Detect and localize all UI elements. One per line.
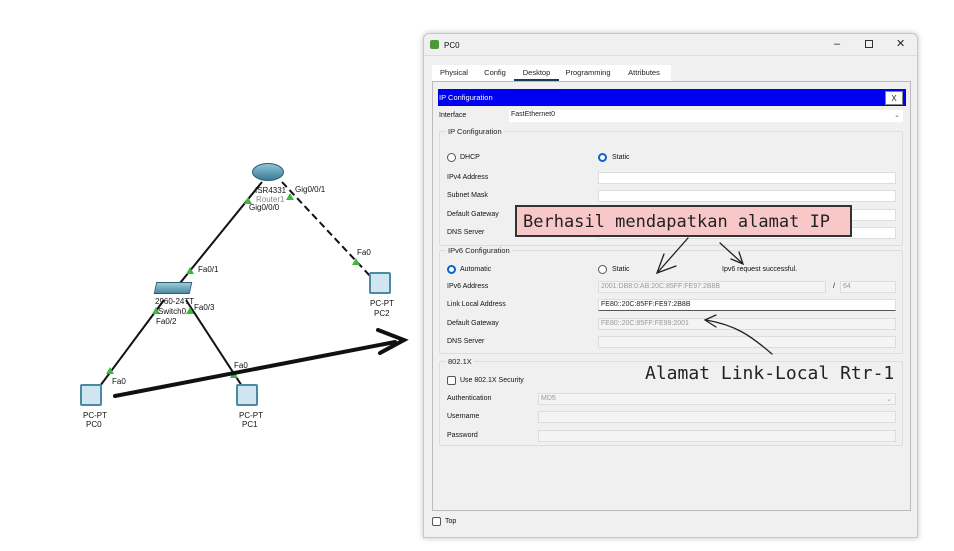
title-bar: PC0 – ✕ — [424, 34, 917, 56]
link-local-label: Link Local Address — [447, 301, 506, 308]
mask-label: Subnet Mask — [447, 192, 488, 199]
ipv6-dns-input[interactable] — [598, 336, 896, 348]
auth-select[interactable]: MD5⌄ — [538, 393, 896, 405]
tab-desktop[interactable]: Desktop — [514, 65, 559, 81]
username-label: Username — [447, 413, 480, 420]
static-label: Static — [612, 154, 630, 161]
top-label: Top — [445, 518, 457, 525]
use-8021x-label: Use 802.1X Security — [460, 377, 524, 384]
port-label: Gig0/0/0 — [249, 203, 280, 212]
password-label: Password — [447, 432, 478, 439]
ipv6-address-input[interactable]: 2001:DB8:0:AB:20C:85FF:FE97:2B8B — [598, 281, 826, 293]
ipconfig-header: IP Configuration — [438, 89, 906, 106]
minimize-button[interactable]: – — [834, 38, 841, 50]
prefix-slash: / — [833, 283, 835, 290]
gateway-label: Default Gateway — [447, 211, 499, 218]
ipv4-input[interactable] — [598, 172, 896, 184]
tab-programming[interactable]: Programming — [559, 65, 617, 81]
router-icon[interactable] — [252, 163, 284, 181]
auth-label: Authentication — [447, 395, 492, 402]
port-label: Fa0/1 — [198, 265, 219, 274]
username-input[interactable] — [538, 411, 896, 423]
port-label: Gig0/0/1 — [295, 185, 326, 194]
pc2-name: PC2 — [374, 309, 390, 318]
router-model: ISR4331 — [255, 186, 287, 195]
ipv6-status: Ipv6 request successful. — [722, 266, 798, 273]
tab-attributes[interactable]: Attributes — [617, 65, 671, 81]
ipv6-prefix-input[interactable]: 64 — [840, 281, 896, 293]
mask-input[interactable] — [598, 190, 896, 202]
pc0-model: PC-PT — [83, 411, 107, 420]
annotation-link-local: Alamat Link-Local Rtr-1 — [645, 363, 895, 384]
port-label: Fa0/3 — [194, 303, 215, 312]
ipv6-static-label: Static — [612, 266, 630, 273]
password-input[interactable] — [538, 430, 896, 442]
dhcp-label: DHCP — [460, 154, 480, 161]
automatic-label: Automatic — [460, 266, 492, 273]
annotation-ip-success: Berhasil mendapatkan alamat IP — [515, 205, 852, 237]
switch-name: Switch0 — [158, 307, 187, 316]
ipconfig-close-button[interactable]: X — [885, 91, 903, 105]
pc0-window: PC0 – ✕ Physical Config Desktop Programm… — [423, 33, 918, 538]
ipv4-label: IPv4 Address — [447, 174, 489, 181]
app-icon — [430, 40, 439, 49]
switch-model: 2960-24TT — [155, 297, 195, 306]
window-title: PC0 — [444, 41, 460, 50]
ipv6-address-label: IPv6 Address — [447, 283, 489, 290]
link-status-markers — [106, 193, 360, 378]
tab-physical[interactable]: Physical — [432, 65, 476, 81]
pointer-arrow — [113, 340, 397, 398]
use-8021x-checkbox[interactable] — [447, 376, 456, 385]
port-label: Fa0 — [112, 377, 126, 386]
ipv6-gateway-label: Default Gateway — [447, 320, 499, 327]
pc1-name: PC1 — [242, 420, 258, 429]
top-checkbox[interactable] — [432, 517, 441, 526]
dot1x-group: 802.1X Use 802.1X Security Authenticatio… — [439, 357, 903, 446]
pc0-icon[interactable] — [80, 384, 102, 406]
ipv6-static-radio[interactable] — [598, 265, 607, 274]
pc2-model: PC-PT — [370, 299, 394, 308]
interface-label: Interface — [439, 112, 467, 119]
port-label: Fa0 — [234, 361, 248, 370]
router-name: Router1 — [256, 195, 285, 204]
dhcp-radio[interactable] — [447, 153, 456, 162]
dot1x-group-title: 802.1X — [446, 357, 474, 366]
static-radio[interactable] — [598, 153, 607, 162]
link-local-input[interactable]: FE80::20C:85FF:FE97:2B8B — [598, 299, 896, 311]
interface-select[interactable]: FastEthernet0⌄ — [509, 110, 903, 122]
tab-config[interactable]: Config — [476, 65, 514, 81]
desktop-panel: IP Configuration X Interface FastEtherne… — [432, 81, 911, 511]
dns-label: DNS Server — [447, 229, 485, 236]
maximize-button[interactable] — [865, 40, 873, 48]
pc2-icon[interactable] — [369, 272, 391, 294]
close-button[interactable]: ✕ — [896, 38, 906, 50]
switch-icon[interactable] — [153, 282, 193, 294]
pc1-model: PC-PT — [239, 411, 263, 420]
pc0-name: PC0 — [86, 420, 102, 429]
pc1-icon[interactable] — [236, 384, 258, 406]
ipv6-group-title: IPv6 Configuration — [446, 246, 512, 255]
port-label: Fa0/2 — [156, 317, 177, 326]
ipv4-group-title: IP Configuration — [446, 127, 504, 136]
ipv6-gateway-input[interactable]: FE80::20C:85FF:FE99:2001 — [598, 318, 896, 330]
port-label: Fa0 — [357, 248, 371, 257]
ipv6-automatic-radio[interactable] — [447, 265, 456, 274]
ipv6-group: IPv6 Configuration Automatic Static Ipv6… — [439, 246, 903, 354]
ipv6-dns-label: DNS Server — [447, 338, 485, 345]
